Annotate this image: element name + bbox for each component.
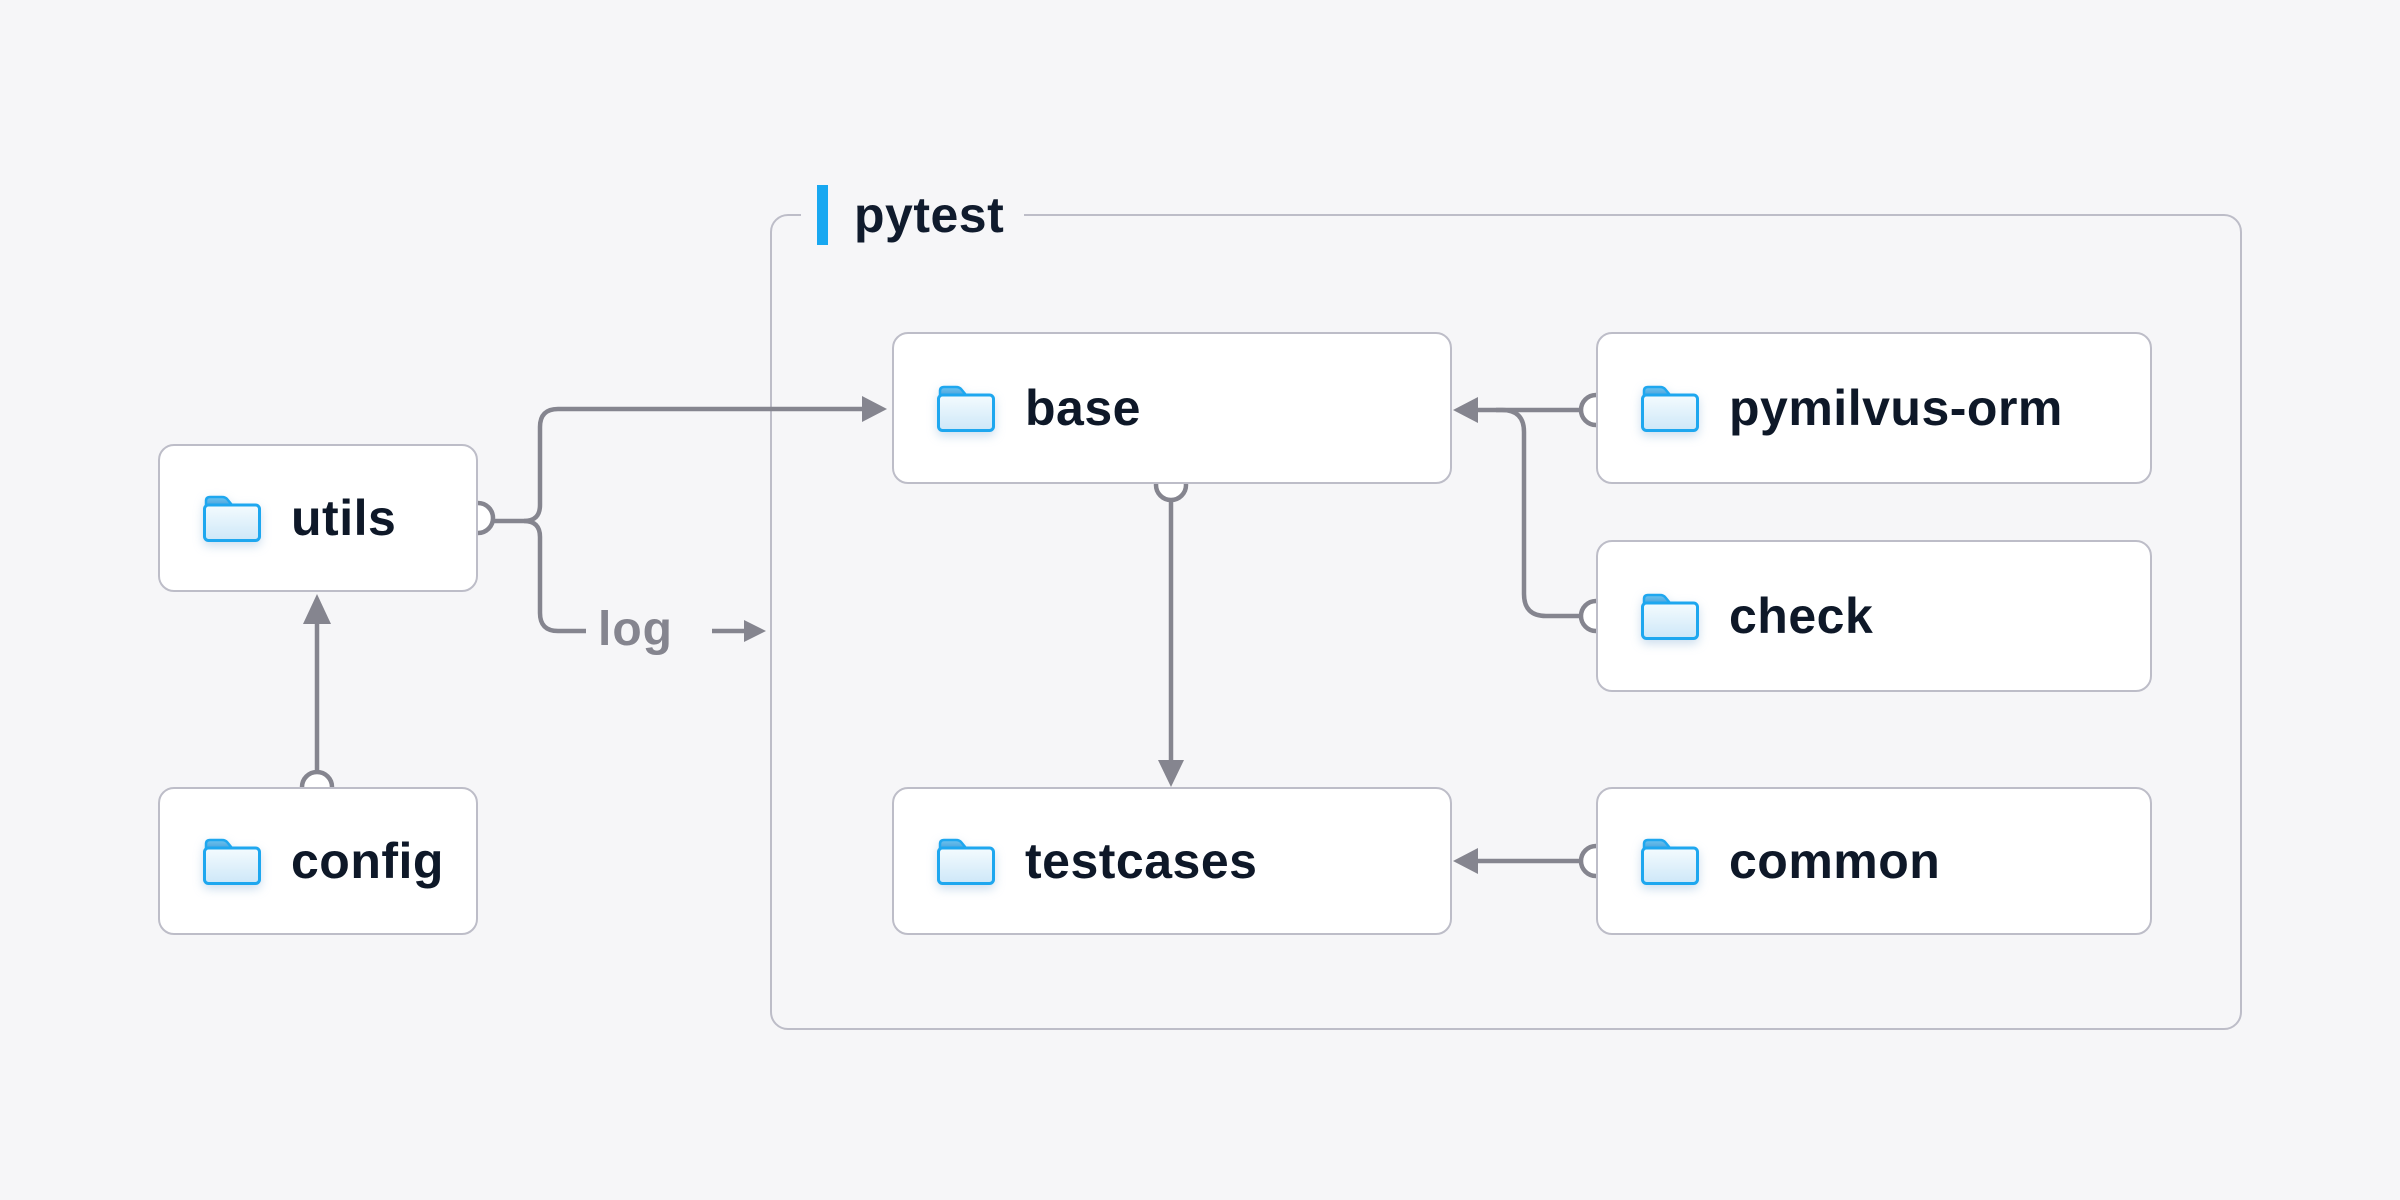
node-label: pymilvus-orm: [1729, 380, 2063, 436]
node-testcases: testcases: [892, 787, 1452, 935]
edge-log-arrowhead: [744, 620, 766, 642]
group-title: pytest: [854, 187, 1005, 243]
folder-icon: [1641, 593, 1699, 640]
folder-icon: [203, 495, 261, 542]
node-label: common: [1729, 833, 1941, 889]
node-pymilvus-orm: pymilvus-orm: [1596, 332, 2152, 484]
folder-icon: [937, 385, 995, 432]
node-label: testcases: [1025, 833, 1258, 889]
folder-icon: [203, 838, 261, 885]
folder-icon: [1641, 385, 1699, 432]
node-label: base: [1025, 380, 1141, 436]
node-label: config: [291, 833, 444, 889]
node-label: check: [1729, 588, 1874, 644]
node-config: config: [158, 787, 478, 935]
folder-icon: [937, 838, 995, 885]
edge-label-log: log: [598, 603, 673, 656]
node-common: common: [1596, 787, 2152, 935]
pytest-group-container: [770, 214, 2242, 1030]
folder-icon: [1641, 838, 1699, 885]
node-base: base: [892, 332, 1452, 484]
node-check: check: [1596, 540, 2152, 692]
edge-config-utils-arrowhead: [303, 594, 331, 624]
pytest-group-label: pytest: [801, 183, 1025, 247]
accent-bar-icon: [817, 185, 828, 245]
node-utils: utils: [158, 444, 478, 592]
node-label: utils: [291, 490, 397, 546]
edge-utils-log-line: [523, 518, 586, 634]
